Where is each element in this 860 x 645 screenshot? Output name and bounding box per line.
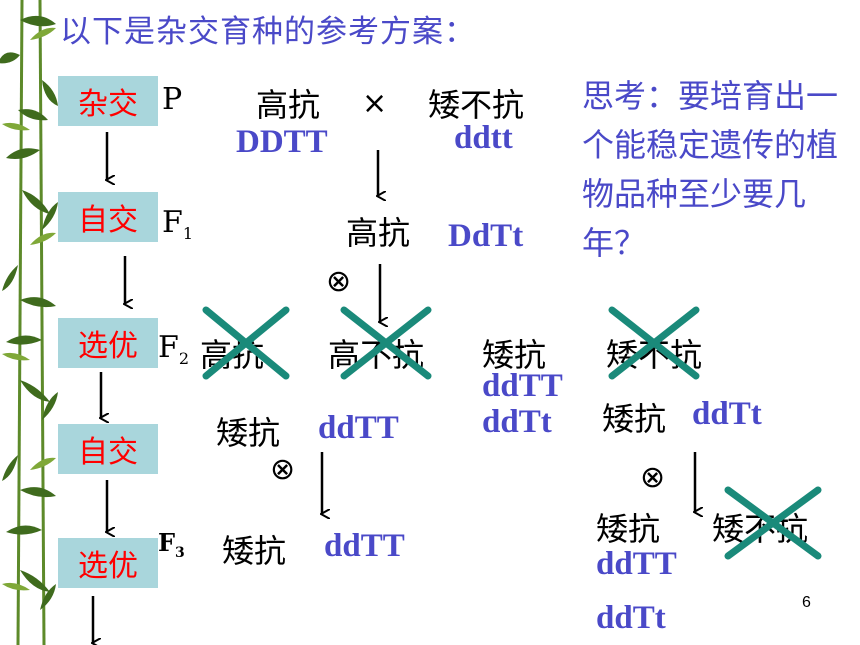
- thinking-question: 思考：要培育出一个能稳定遗传的植物品种至少要几年？: [582, 77, 839, 262]
- generation-f3: F3: [158, 528, 185, 561]
- f2-selected-genotype-2: ddTt: [482, 404, 552, 440]
- branch-right-genotype: ddTt: [692, 396, 762, 432]
- step-select: 选优: [58, 318, 158, 368]
- generation-f1: F1: [162, 205, 194, 243]
- cross-out-mark-1: [202, 306, 290, 380]
- parent-right-genotype: ddtt: [454, 120, 513, 156]
- step-hybridize: 杂交: [58, 76, 158, 126]
- f1-genotype: DdTt: [448, 218, 524, 254]
- branch-left-phenotype: 矮抗: [216, 414, 281, 452]
- branch-left-genotype: ddTT: [318, 410, 399, 446]
- parent-left-genotype: DDTT: [236, 124, 328, 160]
- generation-p: P: [162, 82, 183, 117]
- generation-f2: F2: [158, 330, 190, 368]
- offspring-short-resistant: 矮抗: [596, 510, 661, 548]
- selfing-symbol: ⊗: [326, 264, 352, 299]
- step-self-cross-2: 自交: [58, 424, 158, 474]
- selfing-symbol-right: ⊗: [640, 460, 666, 495]
- branch-right-phenotype: 矮抗: [602, 400, 667, 438]
- parent-left-phenotype: 高抗: [256, 86, 321, 124]
- f3-genotype: ddTT: [324, 528, 405, 564]
- parent-right-phenotype: 矮不抗: [428, 86, 525, 124]
- cross-out-mark-3: [608, 306, 700, 380]
- step-self-cross: 自交: [58, 192, 158, 242]
- page-number: 6: [802, 594, 811, 611]
- offspring-genotype-2: ddTt: [596, 600, 666, 636]
- f1-phenotype: 高抗: [346, 214, 411, 252]
- cross-out-mark-4: [724, 486, 822, 560]
- selfing-symbol-left: ⊗: [270, 452, 296, 487]
- cross-symbol: ×: [362, 86, 388, 121]
- f2-type-short-resistant: 矮抗: [482, 336, 547, 374]
- offspring-genotype-1: ddTT: [596, 546, 677, 582]
- f3-phenotype: 矮抗: [222, 532, 287, 570]
- f2-selected-genotype-1: ddTT: [482, 368, 563, 404]
- slide-title: 以下是杂交育种的参考方案：: [60, 14, 476, 50]
- cross-out-mark-2: [340, 306, 432, 380]
- step-select-2: 选优: [58, 538, 158, 588]
- bamboo-decoration: [0, 0, 58, 645]
